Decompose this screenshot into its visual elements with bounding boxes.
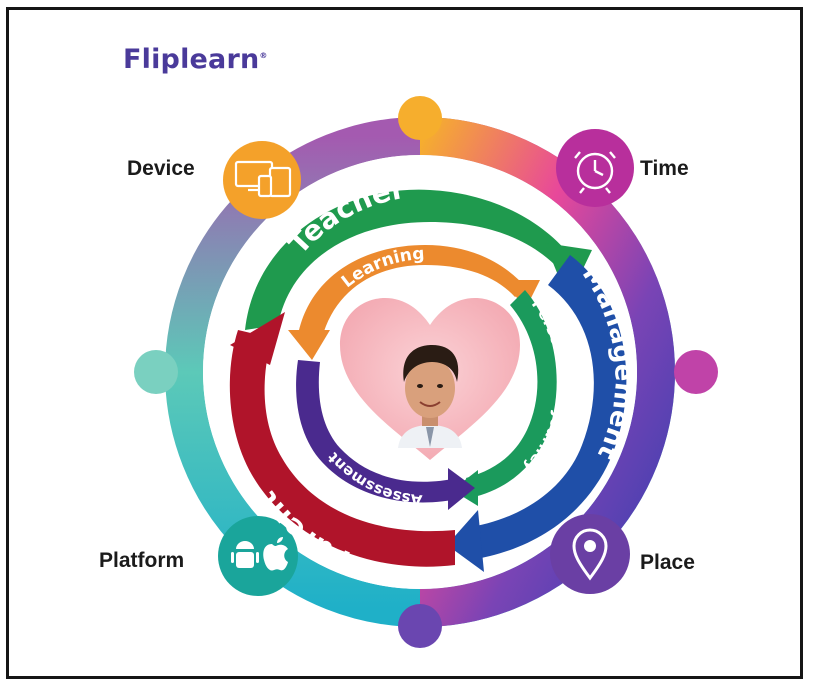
logo-text: Fliplearn xyxy=(123,44,260,75)
location-pin-icon xyxy=(572,528,608,581)
registered-mark: ® xyxy=(259,51,268,60)
device-icon-circle xyxy=(223,141,301,219)
assessment-arrow xyxy=(296,360,475,510)
ring-node-top xyxy=(398,96,442,140)
platform-icon-circle xyxy=(218,516,298,596)
devices-icon xyxy=(234,160,292,198)
image-frame xyxy=(6,7,803,679)
place-icon-circle xyxy=(550,514,630,594)
place-circle-bg xyxy=(550,514,630,594)
time-label: Time xyxy=(640,157,689,180)
platform-label: Platform xyxy=(99,549,185,572)
alarm-clock-icon xyxy=(574,151,616,194)
place-label: Place xyxy=(640,551,695,574)
time-icon-circle xyxy=(556,129,634,207)
management-arrow xyxy=(447,255,627,572)
ring-node-bottom xyxy=(398,604,442,648)
parent-arrow xyxy=(229,312,455,567)
student-photo xyxy=(398,345,462,448)
android-apple-icon xyxy=(231,537,288,571)
device-label: Device xyxy=(127,157,195,180)
ring-node-right xyxy=(674,350,718,394)
ring-node-left xyxy=(134,350,178,394)
fliplearn-logo: Fliplearn® xyxy=(123,44,268,75)
